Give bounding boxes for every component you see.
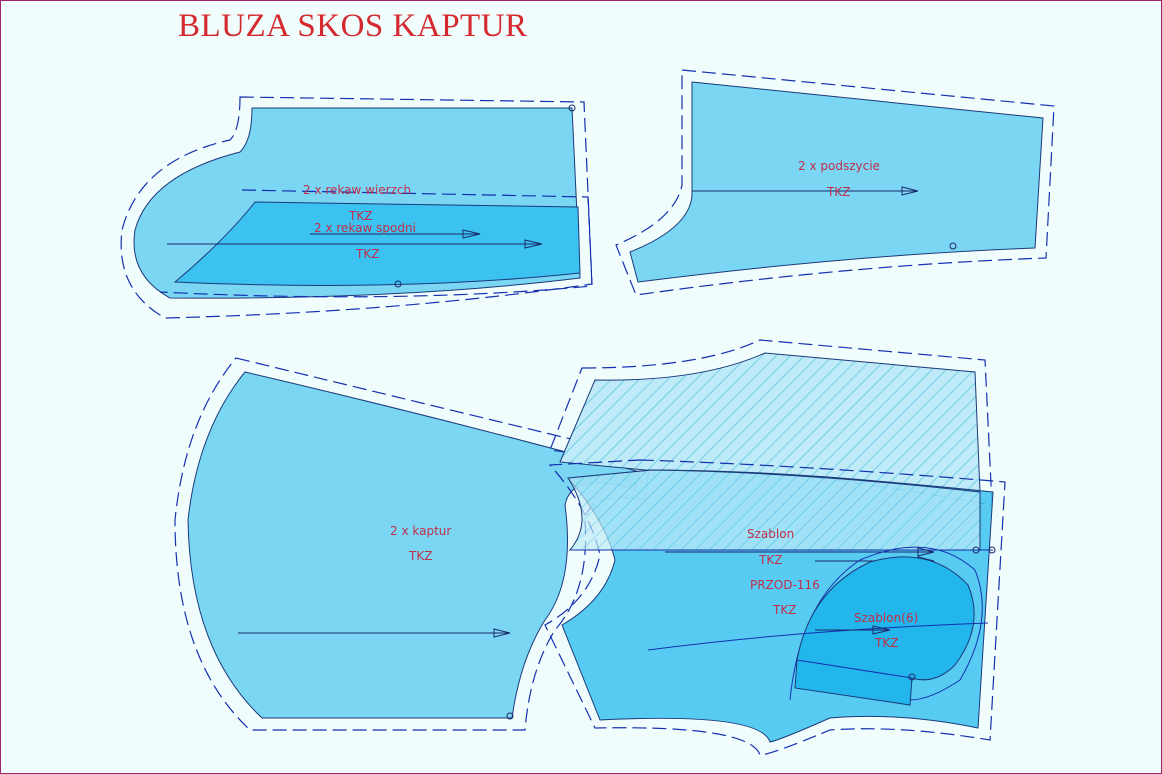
label-szablon6: Szablon(6): [854, 611, 918, 625]
label-kaptur-fabric: TKZ: [408, 549, 432, 563]
piece-rekaw-spodni[interactable]: [159, 189, 593, 298]
page-title: BLUZA SKOS KAPTUR: [178, 8, 528, 44]
label-rekaw-spodni: 2 x rekaw spodni: [314, 221, 416, 235]
label-kaptur: 2 x kaptur: [390, 524, 451, 538]
label-szablon: Szablon: [747, 527, 794, 541]
label-przod-fabric: TKZ: [772, 603, 796, 617]
label-szablon-fabric: TKZ: [758, 553, 782, 567]
label-podszycie: 2 x podszycie: [798, 159, 880, 173]
label-przod: PRZOD-116: [750, 578, 820, 592]
label-rekaw-spodni-fabric: TKZ: [355, 247, 379, 261]
label-podszycie-fabric: TKZ: [826, 185, 850, 199]
label-rekaw-wierzch-fabric: TKZ: [348, 209, 372, 223]
piece-szablon6[interactable]: [647, 546, 989, 706]
piece-podszycie[interactable]: [615, 69, 1055, 296]
piece-kaptur[interactable]: [174, 357, 651, 731]
label-rekaw-wierzch: 2 x rekaw wierzch: [303, 183, 411, 197]
label-szablon6-fabric: TKZ: [874, 636, 898, 650]
